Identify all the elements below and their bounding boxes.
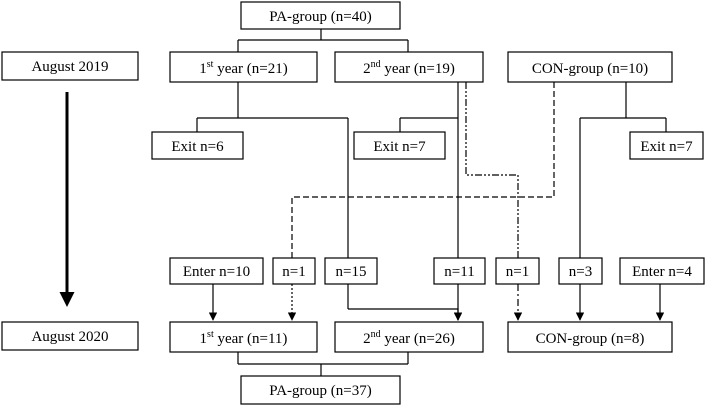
second-year-bottom-label: 2nd year (n=26) [363, 329, 455, 347]
box-n15: n=15 [324, 257, 378, 285]
con-group-top-label: CON-group (n=10) [532, 61, 648, 77]
box-pa-group-bottom: PA-group (n=37) [240, 375, 401, 405]
box-second-year-bottom: 2nd year (n=26) [334, 321, 484, 353]
box-first-year-top: 1st year (n=21) [169, 51, 318, 83]
box-enter-con: Enter n=4 [619, 257, 705, 285]
box-n1-b: n=1 [495, 257, 540, 285]
pa-group-bottom-label: PA-group (n=37) [269, 383, 372, 399]
box-exit-second: Exit n=7 [353, 131, 446, 160]
pa-group-top-label: PA-group (n=40) [269, 9, 372, 25]
n15-arrow [348, 308, 463, 321]
n15-label: n=15 [336, 264, 367, 280]
box-first-year-bottom: 1st year (n=11) [169, 321, 318, 353]
second-year-to-con-n1 [465, 82, 519, 258]
box-exit-first: Exit n=6 [151, 131, 244, 160]
n1-b-label: n=1 [506, 264, 529, 280]
timeline-start-label: August 2019 [31, 59, 108, 75]
second-year-top-label: 2nd year (n=19) [363, 59, 455, 77]
enter-pa-label: Enter n=10 [183, 264, 250, 280]
connectors [59, 29, 667, 376]
timeline-end-label: August 2020 [31, 329, 108, 345]
n11-label: n=11 [444, 264, 474, 280]
box-con-group-bottom: CON-group (n=8) [507, 321, 673, 353]
box-n3: n=3 [558, 257, 603, 285]
con-group-bottom-label: CON-group (n=8) [536, 331, 645, 347]
n3-label: n=3 [569, 264, 592, 280]
n1-a-label: n=1 [282, 264, 305, 280]
box-n11: n=11 [433, 257, 486, 285]
box-n1-a: n=1 [272, 257, 316, 285]
exit-second-label: Exit n=7 [373, 139, 426, 155]
con-to-first-year-n1 [291, 82, 555, 258]
box-timeline-start: August 2019 [1, 51, 139, 81]
box-timeline-end: August 2020 [1, 321, 139, 351]
box-second-year-top: 2nd year (n=19) [334, 51, 484, 83]
exit-first-label: Exit n=6 [171, 139, 224, 155]
box-enter-pa: Enter n=10 [169, 257, 264, 285]
first-year-bottom-label: 1st year (n=11) [200, 329, 288, 347]
first-year-top-label: 1st year (n=21) [199, 59, 287, 77]
exit-con-label: Exit n=7 [640, 139, 693, 155]
box-pa-group-top: PA-group (n=40) [240, 1, 401, 30]
enter-con-label: Enter n=4 [632, 264, 692, 280]
box-exit-con: Exit n=7 [629, 131, 704, 160]
box-con-group-top: CON-group (n=10) [507, 51, 673, 83]
